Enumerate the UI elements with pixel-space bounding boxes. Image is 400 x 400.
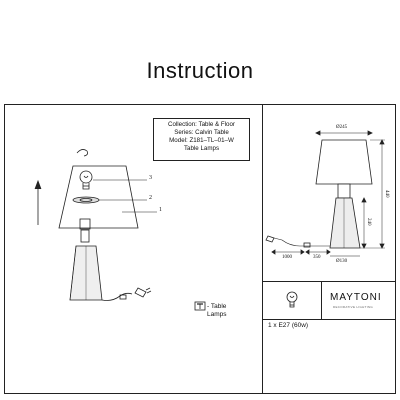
brand-logo: MAYTONI	[330, 292, 382, 303]
lamp-type-label: - Table Lamps	[207, 303, 227, 319]
brand-tagline: DECORATIVE LIGHTING	[333, 305, 373, 309]
finial-icon	[76, 149, 88, 157]
panel-divider	[262, 104, 263, 394]
lampshade	[58, 165, 139, 229]
dim-switch-offset: 350	[313, 255, 321, 260]
callout-3: 3	[149, 175, 152, 181]
dim-base-diameter: Ø130	[336, 259, 348, 264]
callout-1: 1	[159, 207, 162, 213]
plug-icon	[134, 287, 152, 298]
dim-power-cable	[273, 237, 330, 247]
bulb-icon	[79, 170, 93, 190]
product-info-box: Collection: Table & Floor Series: Calvin…	[153, 118, 250, 161]
power-cable	[101, 292, 133, 301]
inline-switch	[119, 294, 127, 300]
collection-text: Collection: Table & Floor	[168, 121, 235, 128]
bulb-spec-text: 1 x E27 (60w)	[268, 322, 309, 329]
page-title: Instruction	[146, 58, 254, 83]
lamp-type-line1: - Table	[207, 303, 227, 310]
footer-bulb-icon	[286, 291, 298, 308]
series-text: Series: Calvin Table	[174, 129, 229, 136]
dim-shade-diameter: Ø245	[336, 125, 348, 130]
dim-height: 440	[384, 190, 389, 198]
category-text: Table Lamps	[183, 145, 220, 152]
instruction-frame	[4, 104, 396, 394]
dim-lampshade	[315, 139, 373, 185]
callout-2: 2	[149, 195, 152, 201]
socket	[79, 218, 91, 230]
lamp-type-line2: Lamps	[207, 311, 227, 318]
dim-base-height: 240	[366, 218, 371, 226]
footer-divider-top	[263, 281, 396, 282]
table-lamp-symbol-icon	[194, 301, 206, 311]
footer-cell-divider	[321, 282, 322, 319]
exploded-assembly-drawing	[34, 149, 206, 311]
model-text: Model: Z181–TL–01–W	[169, 137, 234, 144]
dim-cable: 1000	[282, 255, 292, 260]
dimension-drawing	[265, 130, 385, 308]
dim-lamp-base	[329, 197, 361, 249]
footer-divider-bottom	[263, 319, 396, 320]
shade-ring	[72, 196, 100, 204]
